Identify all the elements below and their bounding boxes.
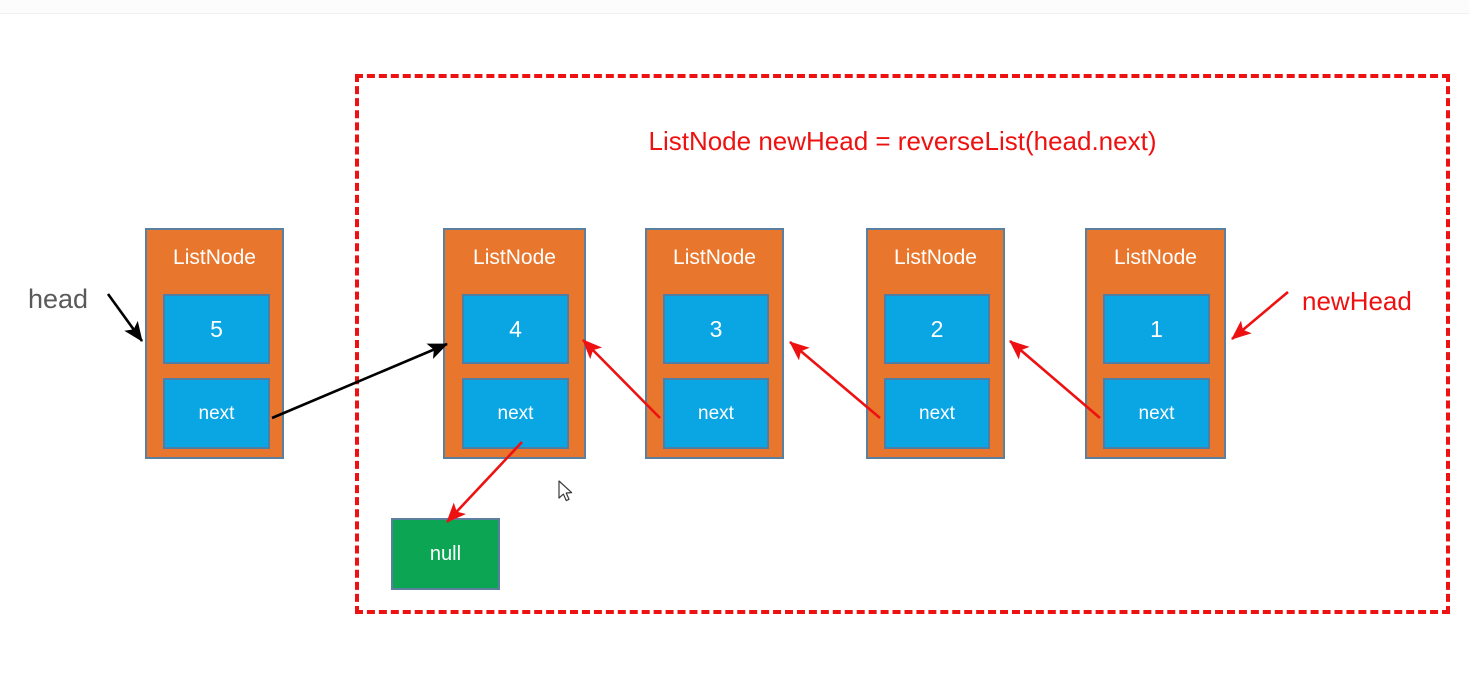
list-node-1-value: 1 <box>1103 294 1210 364</box>
recursion-call-caption: ListNode newHead = reverseList(head.next… <box>648 126 1157 156</box>
mouse-cursor-icon <box>558 480 573 502</box>
list-node-5-value: 5 <box>163 294 270 364</box>
list-node-3-value: 3 <box>663 294 769 364</box>
list-node-5: ListNode 5 next <box>145 228 284 459</box>
null-terminator: null <box>391 518 500 590</box>
list-node-4-value: 4 <box>462 294 569 364</box>
arrow-head-to-node5 <box>106 293 144 342</box>
top-rule-divider <box>0 0 1469 14</box>
list-node-1-title: ListNode <box>1114 246 1197 269</box>
list-node-2-value: 2 <box>884 294 990 364</box>
list-node-4-next: next <box>462 378 569 449</box>
newhead-pointer-label: newHead <box>1302 286 1412 316</box>
list-node-3-title: ListNode <box>673 246 756 269</box>
list-node-1: ListNode 1 next <box>1085 228 1226 459</box>
list-node-4-title: ListNode <box>473 246 556 269</box>
list-node-2-next: next <box>884 378 990 449</box>
list-node-5-next: next <box>163 378 270 449</box>
head-pointer-label: head <box>28 284 89 314</box>
list-node-3: ListNode 3 next <box>645 228 784 459</box>
list-node-1-next: next <box>1103 378 1210 449</box>
list-node-2-title: ListNode <box>894 246 977 269</box>
list-node-3-next: next <box>663 378 769 449</box>
list-node-4: ListNode 4 next <box>443 228 586 459</box>
list-node-5-title: ListNode <box>173 246 256 269</box>
list-node-2: ListNode 2 next <box>866 228 1005 459</box>
